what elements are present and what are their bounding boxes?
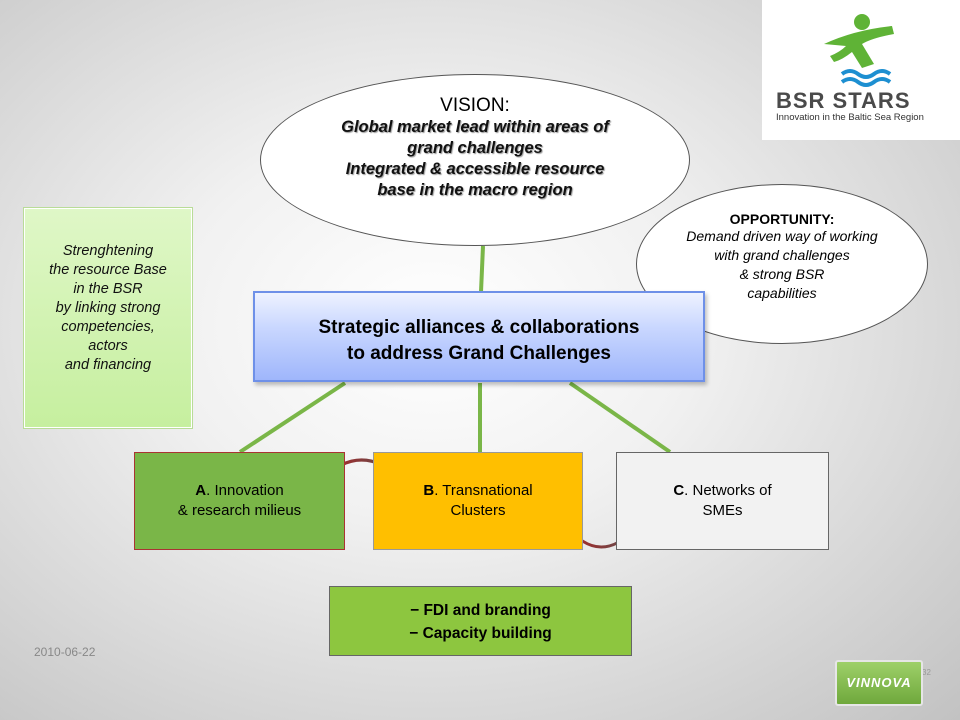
box-sme-networks: C. Networks of SMEs xyxy=(616,452,829,550)
box-label: . Innovation xyxy=(206,482,284,499)
box-transnational-clusters: B. Transnational Clusters xyxy=(373,452,583,550)
resource-line: Strenghtening xyxy=(62,243,154,259)
strategic-alliances-box: Strategic alliances & collaborations to … xyxy=(253,291,705,382)
center-line: to address Grand Challenges xyxy=(347,343,611,364)
resource-line: the resource Base xyxy=(49,262,167,278)
resource-line: in the BSR xyxy=(73,281,143,297)
fdi-line: − Capacity building xyxy=(409,625,552,642)
box-label-line2: Clusters xyxy=(450,502,506,519)
vision-line: Integrated & accessible resource xyxy=(345,160,605,178)
box-label-line2: SMEs xyxy=(702,502,743,519)
fdi-capacity-box: − FDI and branding − Capacity building xyxy=(329,586,632,656)
logo-subtitle: Innovation in the Baltic Sea Region xyxy=(776,112,924,123)
slide-date: 2010-06-22 xyxy=(34,645,96,659)
vision-ellipse: VISION: Global market lead within areas … xyxy=(260,74,690,246)
vision-title: VISION: xyxy=(440,95,510,116)
connector-center-a xyxy=(238,381,347,454)
resource-base-box: Strenghtening the resource Base in the B… xyxy=(24,208,192,428)
vision-line: base in the macro region xyxy=(377,181,573,199)
opportunity-line: capabilities xyxy=(747,285,817,301)
connector-center-c xyxy=(568,381,672,454)
opportunity-line: & strong BSR xyxy=(739,266,825,282)
box-innovation-milieus: A. Innovation & research milieus xyxy=(134,452,345,550)
opportunity-title: OPPORTUNITY: xyxy=(729,211,835,227)
page-number: 32 xyxy=(922,668,931,677)
fdi-line: − FDI and branding xyxy=(410,602,551,619)
resource-line: and financing xyxy=(64,357,152,373)
center-line: Strategic alliances & collaborations xyxy=(318,317,640,338)
star-figure-icon xyxy=(824,14,894,87)
bsr-stars-logo: BSR STARS Innovation in the Baltic Sea R… xyxy=(762,0,960,140)
box-label: . Networks of xyxy=(684,482,772,499)
box-label-line2: & research milieus xyxy=(177,502,302,519)
vision-line: grand challenges xyxy=(407,139,543,157)
opportunity-line: with grand challenges xyxy=(714,247,850,263)
connector-vision-center xyxy=(479,245,485,293)
resource-line: by linking strong xyxy=(55,300,161,316)
box-letter: A xyxy=(195,482,207,499)
box-label: . Transnational xyxy=(434,482,533,499)
box-letter: B xyxy=(423,482,435,499)
resource-line: competencies, xyxy=(61,319,155,335)
vinnova-logo-text: VINNOVA xyxy=(846,675,912,690)
vinnova-logo: VINNOVA xyxy=(835,660,923,706)
logo-title: BSR STARS xyxy=(776,88,911,113)
box-letter: C xyxy=(673,482,685,499)
opportunity-line: Demand driven way of working xyxy=(686,228,878,244)
resource-line: actors xyxy=(88,338,128,354)
vision-line: Global market lead within areas of xyxy=(341,118,609,136)
